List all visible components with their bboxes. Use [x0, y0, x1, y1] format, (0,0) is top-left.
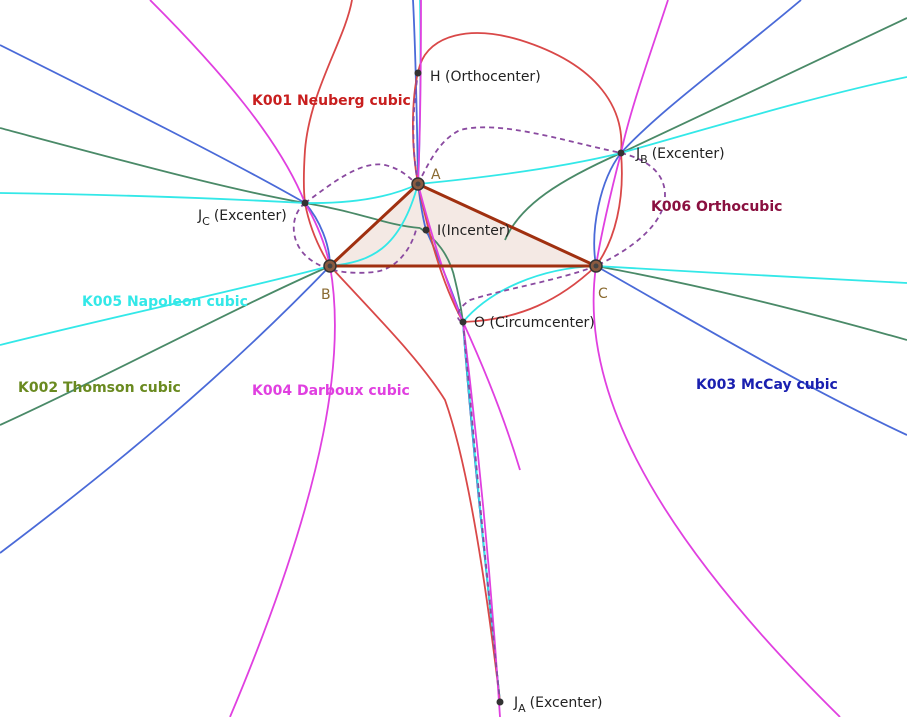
- point-i[interactable]: [422, 226, 430, 234]
- vertex-a[interactable]: [411, 177, 425, 191]
- vertex-b-label: B: [321, 287, 331, 303]
- point-jc-label: JC(Excenter): [197, 208, 287, 228]
- vertex-a-label: A: [431, 167, 441, 183]
- thomson-cubic-label: K002 Thomson cubic: [18, 380, 181, 396]
- point-h[interactable]: [414, 69, 422, 77]
- point-o[interactable]: [459, 318, 467, 326]
- thomson-cubic-curve: [0, 17, 907, 703]
- point-markers: [301, 69, 625, 706]
- mccay-cubic-label: K003 McCay cubic: [696, 377, 838, 393]
- point-jb-label: JB(Excenter): [635, 146, 725, 166]
- orthocubic-label: K006 Orthocubic: [651, 199, 782, 215]
- point-jc[interactable]: [301, 199, 309, 207]
- vertex-b[interactable]: [323, 259, 337, 273]
- point-i-label: I(Incenter): [437, 223, 510, 239]
- point-ja[interactable]: [496, 698, 504, 706]
- napoleon-cubic-label: K005 Napoleon cubic: [82, 294, 248, 310]
- vertex-c-label: C: [598, 286, 608, 302]
- point-jb[interactable]: [617, 149, 625, 157]
- vertex-c[interactable]: [589, 259, 603, 273]
- point-o-label: O (Circumcenter): [474, 315, 595, 331]
- point-h-label: H (Orthocenter): [430, 69, 541, 85]
- point-ja-label: JA(Excenter): [513, 695, 603, 715]
- neuberg-cubic-curve: [302, 0, 623, 703]
- darboux-cubic-label: K004 Darboux cubic: [252, 383, 410, 399]
- triangle-abc: [326, 182, 597, 268]
- neuberg-cubic-label: K001 Neuberg cubic: [252, 93, 411, 109]
- darboux-cubic-curve: [149, 0, 841, 717]
